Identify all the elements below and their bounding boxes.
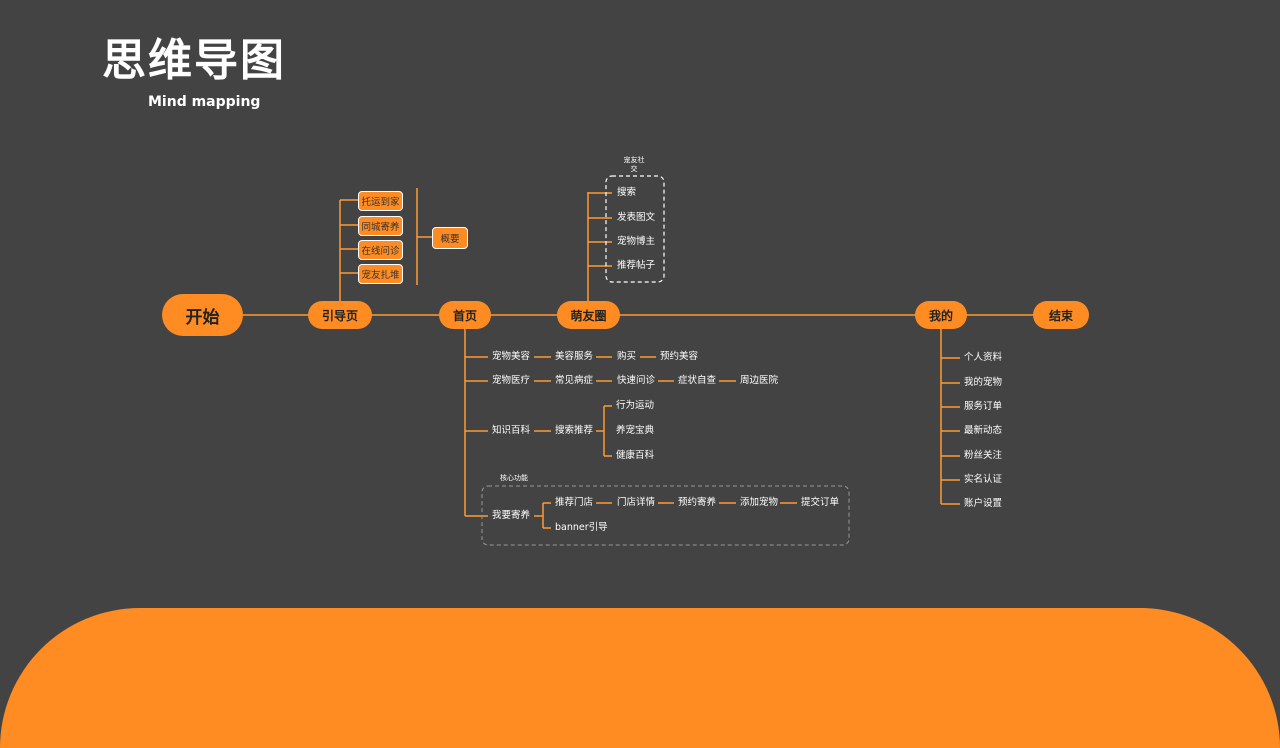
mine-item[interactable]: 最新动态 bbox=[964, 425, 1003, 436]
home-item[interactable]: 预约美容 bbox=[660, 351, 699, 362]
home-item[interactable]: 购买 bbox=[617, 351, 637, 362]
node-community[interactable]: 萌友圈 bbox=[557, 301, 620, 329]
connector-lines bbox=[240, 175, 1040, 546]
core-root[interactable]: 我要寄养 bbox=[492, 510, 531, 521]
home-item[interactable]: 知识百科 bbox=[492, 425, 531, 436]
mine-item[interactable]: 实名认证 bbox=[964, 474, 1003, 485]
core-item[interactable]: 添加宠物 bbox=[740, 497, 779, 508]
node-start[interactable]: 开始 bbox=[162, 294, 243, 336]
home-item[interactable]: 健康百科 bbox=[616, 450, 655, 461]
core-extra[interactable]: banner引导 bbox=[555, 522, 608, 533]
core-group-label: 核心功能 bbox=[500, 474, 528, 482]
home-item[interactable]: 搜索推荐 bbox=[555, 425, 594, 436]
community-item[interactable]: 发表图文 bbox=[617, 212, 656, 223]
mine-item[interactable]: 粉丝关注 bbox=[964, 450, 1003, 461]
core-item[interactable]: 推荐门店 bbox=[555, 497, 594, 508]
community-group-label: 宠友社 交 bbox=[618, 156, 650, 174]
page-title: 思维导图 bbox=[102, 35, 286, 86]
node-home[interactable]: 首页 bbox=[439, 301, 491, 329]
core-item[interactable]: 门店详情 bbox=[617, 497, 656, 508]
guide-item[interactable]: 宠友扎堆 bbox=[358, 264, 403, 284]
core-item[interactable]: 预约寄养 bbox=[678, 497, 717, 508]
mine-item[interactable]: 账户设置 bbox=[964, 498, 1003, 509]
mine-item[interactable]: 我的宠物 bbox=[964, 377, 1003, 388]
home-item[interactable]: 美容服务 bbox=[555, 351, 594, 362]
community-item[interactable]: 宠物博主 bbox=[617, 236, 656, 247]
guide-item[interactable]: 在线问诊 bbox=[358, 240, 403, 260]
mine-item[interactable]: 个人资料 bbox=[964, 352, 1003, 363]
guide-summary[interactable]: 概要 bbox=[432, 227, 468, 249]
page-subtitle: Mind mapping bbox=[148, 94, 261, 110]
core-item[interactable]: 提交订单 bbox=[801, 497, 840, 508]
community-item[interactable]: 推荐帖子 bbox=[617, 260, 656, 271]
home-item[interactable]: 快速问诊 bbox=[617, 375, 656, 386]
home-item[interactable]: 行为运动 bbox=[616, 400, 655, 411]
community-group-label-line1: 宠友社 bbox=[623, 156, 645, 164]
home-item[interactable]: 宠物美容 bbox=[492, 351, 531, 362]
home-item[interactable]: 常见病症 bbox=[555, 375, 594, 386]
guide-item[interactable]: 托运到家 bbox=[358, 191, 403, 211]
home-item[interactable]: 养宠宝典 bbox=[616, 425, 655, 436]
home-item[interactable]: 症状自查 bbox=[678, 375, 717, 386]
mine-item[interactable]: 服务订单 bbox=[964, 401, 1003, 412]
community-item[interactable]: 搜索 bbox=[617, 187, 637, 198]
node-guide[interactable]: 引导页 bbox=[308, 301, 372, 329]
guide-item[interactable]: 同城寄养 bbox=[358, 216, 403, 236]
node-end[interactable]: 结束 bbox=[1033, 301, 1089, 329]
community-group-label-line2: 交 bbox=[630, 165, 638, 173]
home-item[interactable]: 周边医院 bbox=[740, 375, 779, 386]
node-mine[interactable]: 我的 bbox=[915, 301, 967, 329]
home-item[interactable]: 宠物医疗 bbox=[492, 375, 531, 386]
